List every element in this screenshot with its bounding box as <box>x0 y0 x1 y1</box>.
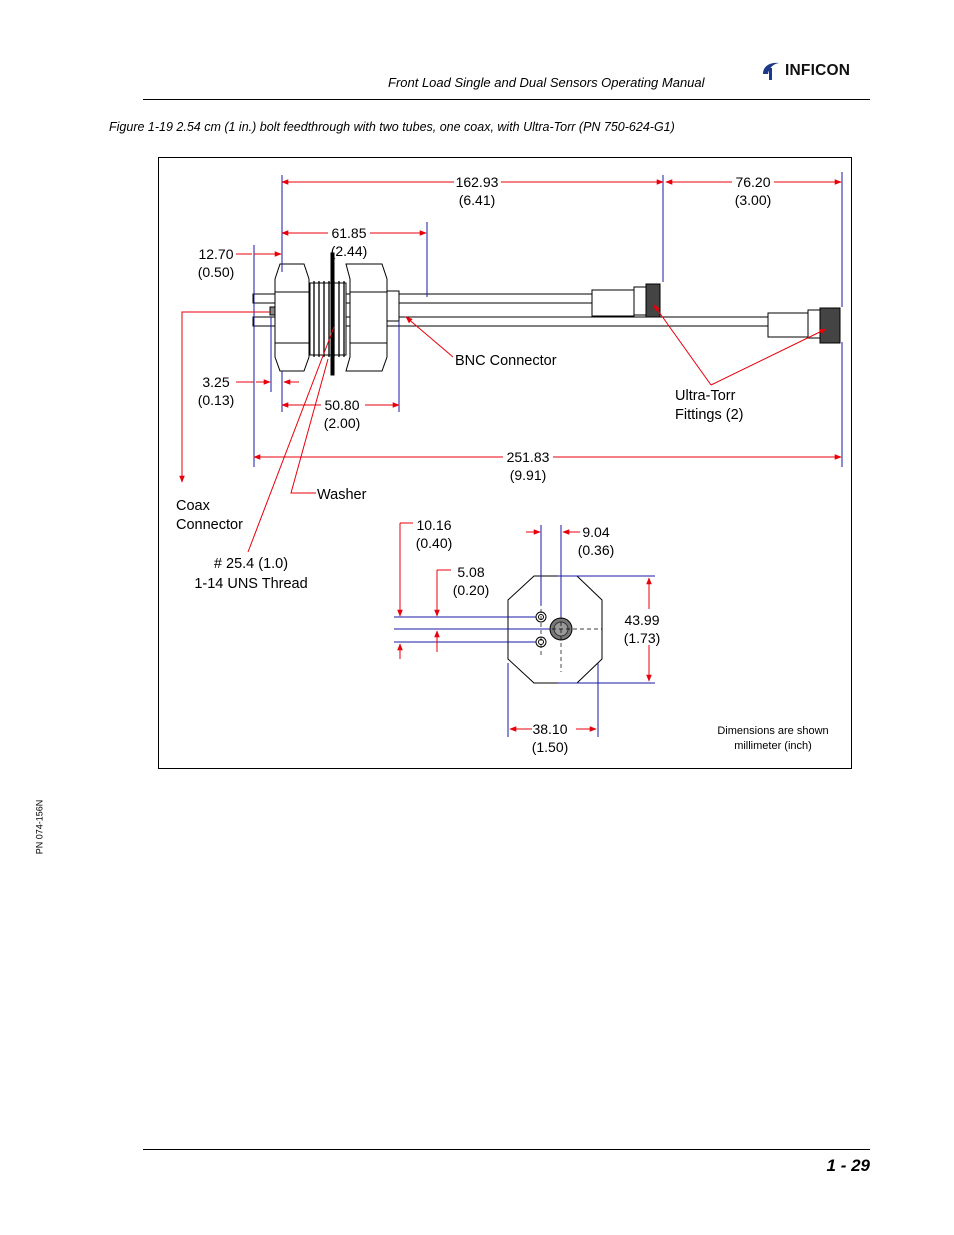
dim-76-in: (3.00) <box>735 192 772 208</box>
running-header: Front Load Single and Dual Sensors Opera… <box>388 75 705 90</box>
hex-nut-right <box>345 263 388 372</box>
dim-61-mm: 61.85 <box>331 225 366 241</box>
dim-38-mm: 38.10 <box>532 721 567 737</box>
dim-43-mm: 43.99 <box>624 612 659 628</box>
figure-border <box>158 157 852 769</box>
inficon-logo: INFICON <box>760 60 850 82</box>
upper-ultratorr-knurl <box>645 283 661 318</box>
dim-9-in: (0.36) <box>578 542 615 558</box>
leader-lines-side <box>179 304 827 553</box>
callout-texts: BNC Connector Ultra-Torr Fittings (2) Wa… <box>176 353 744 592</box>
dim-9-mm: 9.04 <box>582 524 609 540</box>
dim-12-in: (0.50) <box>198 264 235 280</box>
note-line1: Dimensions are shown <box>717 725 828 737</box>
page-number: 1 - 29 <box>826 1156 870 1175</box>
header-rule <box>143 99 870 100</box>
dim-50-mm: 50.80 <box>324 397 359 413</box>
label-coax-line1: Coax <box>176 498 211 514</box>
label-thread-line1: # 25.4 (1.0) <box>214 556 288 572</box>
dim-3-mm: 3.25 <box>202 374 229 390</box>
hex-nut-left <box>274 263 310 372</box>
label-ultratorr-line2: Fittings (2) <box>675 407 744 423</box>
dim-162-mm: 162.93 <box>456 174 499 190</box>
footer-rule <box>143 1149 870 1150</box>
label-washer: Washer <box>317 487 367 503</box>
dim-251-in: (9.91) <box>510 467 547 483</box>
bnc-body <box>386 290 400 322</box>
dim-251-mm: 251.83 <box>507 449 550 465</box>
dim-10-mm: 10.16 <box>416 517 451 533</box>
dim-10-in: (0.40) <box>416 535 453 551</box>
dim-12-mm: 12.70 <box>198 246 233 262</box>
dim-50-in: (2.00) <box>324 415 361 431</box>
extension-lines-side <box>253 172 843 467</box>
dim-76-mm: 76.20 <box>735 174 770 190</box>
logo-text: INFICON <box>785 62 851 79</box>
note-line2: millimeter (inch) <box>734 740 812 752</box>
dim-5-in: (0.20) <box>453 582 490 598</box>
side-view <box>252 252 841 376</box>
dimension-lines-side <box>236 179 842 460</box>
inficon-logo-icon <box>763 62 779 80</box>
drawing-canvas: 162.93 (6.41) 76.20 (3.00) 61.85 (2.44) … <box>158 157 852 769</box>
note-texts: Dimensions are shown millimeter (inch) <box>717 725 828 752</box>
dim-38-in: (1.50) <box>532 739 569 755</box>
upper-ultratorr-body <box>591 289 635 317</box>
extension-lines-end <box>394 525 655 737</box>
side-part-number: PN 074-156N <box>34 799 45 855</box>
label-thread-line2: 1-14 UNS Thread <box>194 576 307 592</box>
label-ultratorr-line1: Ultra-Torr <box>675 388 736 404</box>
dim-5-mm: 5.08 <box>457 564 484 580</box>
thread-body <box>309 282 347 356</box>
washer-shape <box>330 252 335 376</box>
lower-ultratorr-body <box>767 312 809 338</box>
figure-caption: Figure 1-19 2.54 cm (1 in.) bolt feedthr… <box>109 120 675 134</box>
dim-3-in: (0.13) <box>198 392 235 408</box>
label-bnc-connector: BNC Connector <box>455 353 557 369</box>
dimension-lines-end <box>397 522 652 732</box>
dim-162-in: (6.41) <box>459 192 496 208</box>
technical-drawing: 162.93 (6.41) 76.20 (3.00) 61.85 (2.44) … <box>158 157 852 769</box>
label-coax-line2: Connector <box>176 517 243 533</box>
dimension-texts: 162.93 (6.41) 76.20 (3.00) 61.85 (2.44) … <box>198 174 772 755</box>
dim-61-in: (2.44) <box>331 243 368 259</box>
lower-ultratorr-knurl <box>819 307 841 344</box>
dim-43-in: (1.73) <box>624 630 661 646</box>
